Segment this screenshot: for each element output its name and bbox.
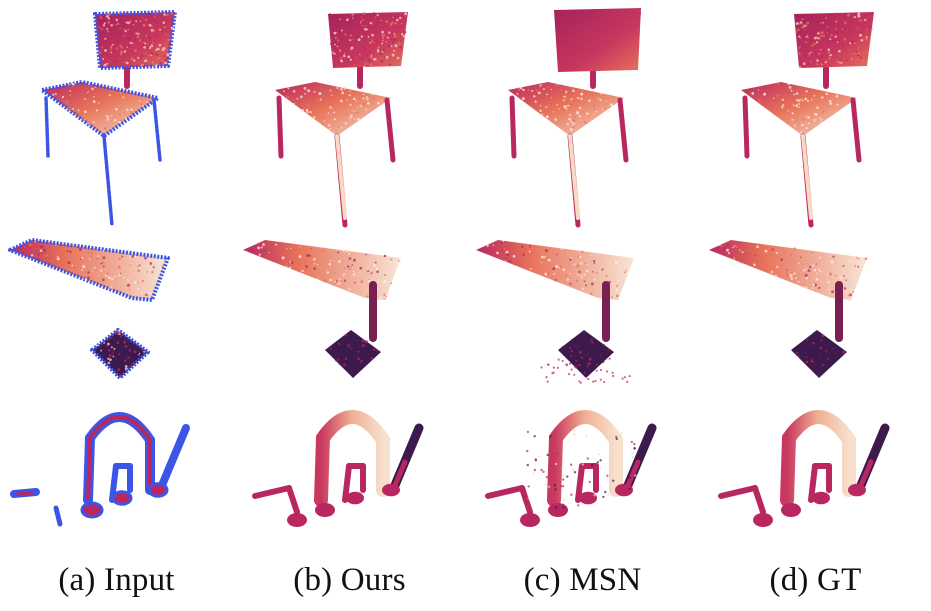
plant-msn [485,410,657,527]
caption-msn: (c) MSN [523,562,642,598]
lamp-input [8,238,170,380]
lamp-msn [476,240,634,384]
plant-input [10,412,190,527]
lamp-gt [709,240,868,378]
caption-input: (a) Input [58,562,175,598]
chair-input [40,10,177,227]
lamp-ours [243,240,401,378]
plant-gt [718,410,890,527]
plant-ours [252,410,424,527]
chair-gt [741,12,874,228]
caption-gt: (d) GT [769,562,862,598]
chair-msn [508,8,641,228]
chair-ours [275,12,408,228]
caption-ours: (b) Ours [293,562,406,598]
